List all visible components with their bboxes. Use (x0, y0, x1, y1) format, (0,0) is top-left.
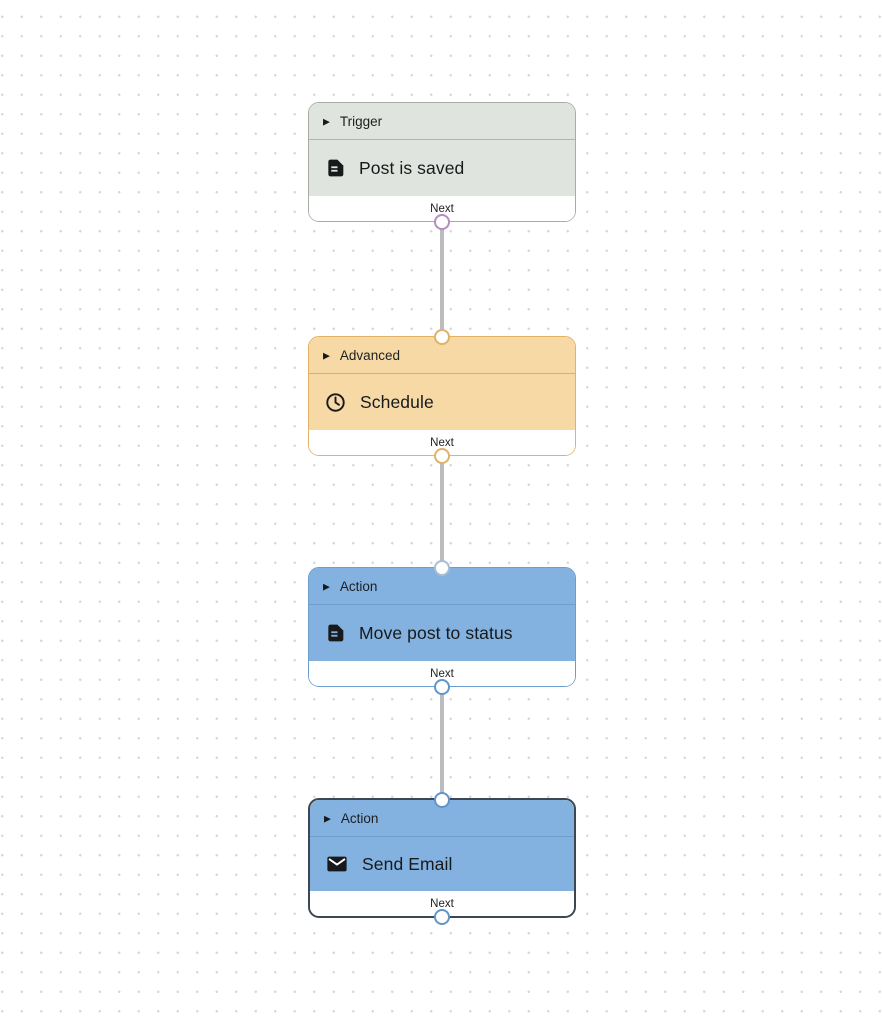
edge-schedule-to-move-post[interactable] (440, 448, 444, 575)
edge-trigger-to-schedule[interactable] (440, 216, 444, 344)
output-port[interactable] (434, 908, 450, 925)
node-category-label: Trigger (339, 113, 383, 129)
node-header[interactable]: ▶ Action (309, 568, 575, 605)
post-icon (325, 623, 345, 643)
node-title: Move post to status (359, 622, 513, 643)
clock-icon (325, 392, 346, 413)
node-title: Post is saved (359, 157, 465, 178)
next-label: Next (430, 202, 454, 215)
next-label: Next (430, 667, 454, 680)
next-label: Next (430, 436, 454, 449)
collapse-arrow-icon[interactable]: ▶ (323, 581, 330, 591)
node-body: Post is saved (309, 140, 575, 196)
node-category-label: Advanced (339, 347, 400, 363)
next-label: Next (430, 897, 454, 910)
email-icon (326, 853, 348, 875)
node-body: Move post to status (309, 605, 575, 661)
output-port[interactable] (434, 213, 450, 230)
node-action-send-email[interactable]: ▶ Action Send Email Next (308, 791, 576, 925)
node-trigger-post-is-saved[interactable]: ▶ Trigger Post is saved Next (308, 102, 576, 230)
node-header[interactable]: ▶ Trigger (309, 103, 575, 140)
input-port[interactable] (434, 791, 450, 808)
node-category-label: Action (339, 578, 378, 594)
output-port[interactable] (434, 678, 450, 695)
node-body: Schedule (309, 374, 575, 430)
node-action-move-post-to-status[interactable]: ▶ Action Move post to status Next (308, 559, 576, 695)
post-icon (325, 158, 345, 178)
node-title: Schedule (360, 391, 434, 412)
node-body: Send Email (310, 837, 574, 891)
collapse-arrow-icon[interactable]: ▶ (323, 350, 330, 360)
input-port[interactable] (434, 559, 450, 576)
node-category-label: Action (340, 810, 379, 826)
edge-move-post-to-send-email[interactable] (440, 679, 444, 806)
collapse-arrow-icon[interactable]: ▶ (323, 116, 330, 126)
collapse-arrow-icon[interactable]: ▶ (324, 813, 331, 823)
output-port[interactable] (434, 447, 450, 464)
input-port[interactable] (434, 328, 450, 345)
node-title: Send Email (362, 853, 453, 874)
node-advanced-schedule[interactable]: ▶ Advanced Schedule Next (308, 328, 576, 464)
